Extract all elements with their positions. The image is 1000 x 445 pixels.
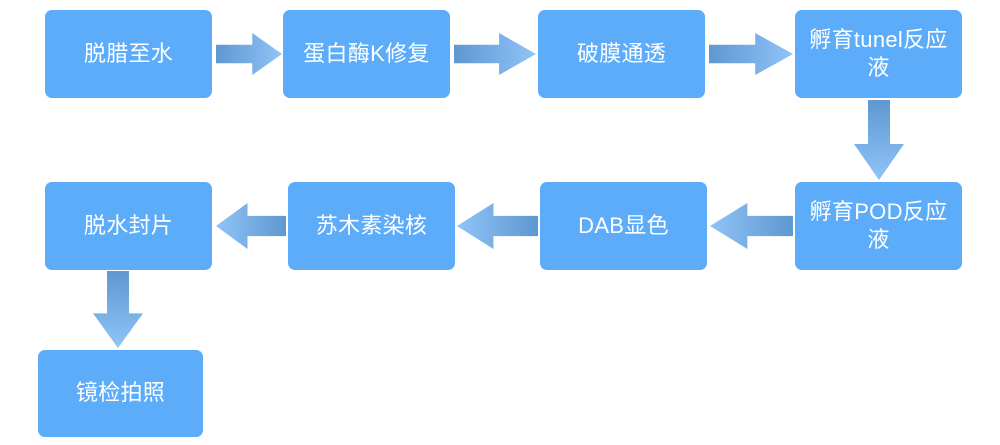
flow-node-n5[interactable]: 孵育POD反应液 [795,182,962,270]
flow-node-n9[interactable]: 镜检拍照 [38,350,203,437]
flow-arrow-right-n2-to-n3 [454,33,536,75]
flow-arrow-right-n3-to-n4 [709,33,793,75]
flow-node-label: 镜检拍照 [75,380,166,406]
flow-node-label: 蛋白酶K修复 [303,40,430,66]
flow-node-n6[interactable]: DAB显色 [540,182,707,270]
flow-node-n2[interactable]: 蛋白酶K修复 [283,10,450,98]
flow-arrow-left-n7-to-n8 [216,203,286,249]
flow-node-label: 脱水封片 [83,212,174,238]
flow-node-label: 苏木素染核 [315,212,428,238]
flow-node-n1[interactable]: 脱腊至水 [45,10,212,98]
flow-arrow-left-n5-to-n6 [710,203,793,249]
flow-node-n7[interactable]: 苏木素染核 [288,182,455,270]
flow-arrow-left-n6-to-n7 [457,203,538,249]
flow-node-label: DAB显色 [578,212,669,238]
flow-arrow-down-n8-to-n9 [93,271,143,348]
flow-node-label: 脱腊至水 [83,40,174,66]
flow-arrow-down-n4-to-n5 [854,100,904,180]
flow-node-label: 孵育POD反应液 [809,198,948,252]
flow-node-label: 破膜通透 [576,40,667,66]
flow-node-n8[interactable]: 脱水封片 [45,182,212,270]
flow-arrow-right-n1-to-n2 [216,33,282,75]
flow-node-label: 孵育tunel反应液 [809,26,948,80]
flow-node-n3[interactable]: 破膜通透 [538,10,705,98]
flow-node-n4[interactable]: 孵育tunel反应液 [795,10,962,98]
